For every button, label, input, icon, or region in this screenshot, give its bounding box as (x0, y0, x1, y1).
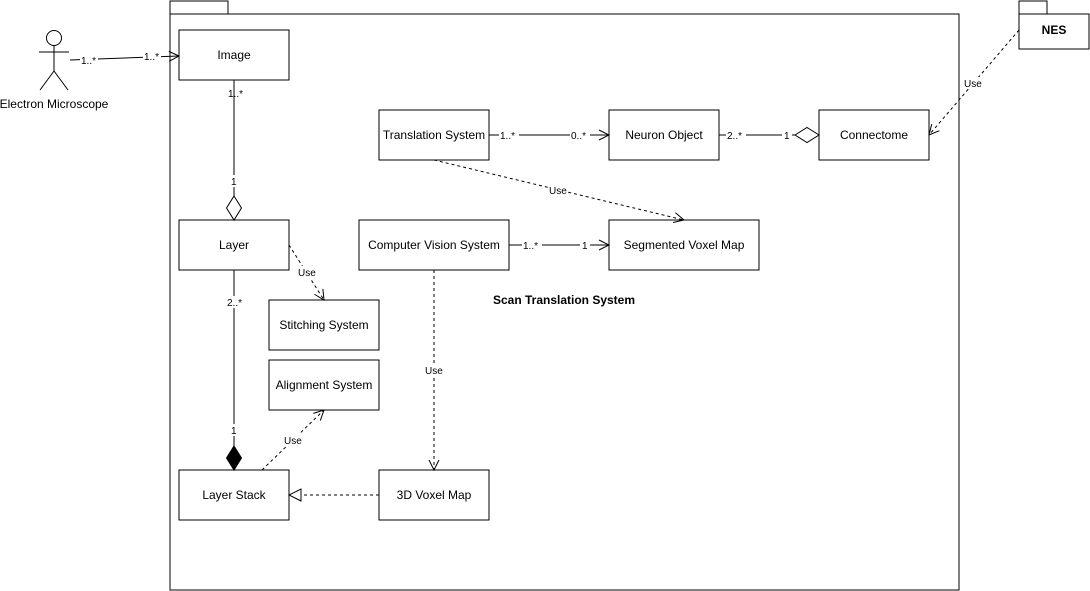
use-cv-voxel3d: Use (425, 366, 443, 377)
class-translation-system[interactable]: Translation System (378, 109, 490, 161)
class-stitching-label: Stitching System (279, 318, 368, 332)
class-3d-voxel-label: 3D Voxel Map (397, 488, 472, 502)
package-title: Scan Translation System (493, 293, 635, 307)
hollow-diamond-connectome (794, 126, 820, 144)
mult-neuron-connectome-dst: 1 (784, 131, 790, 142)
class-layer-stack-label: Layer Stack (202, 488, 266, 502)
use-translation-segmented: Use (549, 186, 567, 197)
class-image-label: Image (217, 48, 251, 62)
mult-translation-neuron-dst: 0..* (571, 131, 586, 142)
class-neuron-object[interactable]: Neuron Object (608, 109, 720, 161)
package-nes[interactable]: NES (1018, 0, 1090, 50)
use-layer-stitching: Use (298, 268, 316, 279)
class-segmented-voxel-map[interactable]: Segmented Voxel Map (608, 219, 760, 271)
association-translation-neuron[interactable]: 1..* 0..* (489, 129, 609, 142)
mult-actor-image-src: 1..* (81, 56, 96, 67)
dependency-stack-alignment[interactable]: Use (261, 410, 324, 471)
package-nes-tab (1018, 0, 1048, 15)
actor-leg-right (53, 70, 69, 91)
class-alignment-system[interactable]: Alignment System (268, 359, 380, 411)
actor-head (46, 30, 62, 46)
use-nes-connectome: Use (964, 79, 982, 90)
class-stitching-system[interactable]: Stitching System (268, 299, 380, 351)
mult-cv-segmented-dst: 1 (582, 241, 588, 252)
class-connectome[interactable]: Connectome (818, 109, 930, 161)
package-nes-title: NES (1042, 23, 1067, 37)
mult-cv-segmented-src: 1..* (523, 241, 538, 252)
dependency-layer-stitching[interactable]: Use (288, 244, 324, 300)
class-computer-vision-system[interactable]: Computer Vision System (358, 219, 510, 271)
association-cv-segmented[interactable]: 1..* 1 (509, 239, 609, 252)
mult-image-layer-src: 1..* (228, 89, 243, 100)
mult-actor-image-dst: 1..* (144, 52, 159, 63)
package-nes-body (1018, 13, 1090, 50)
mult-translation-neuron-src: 1..* (500, 131, 515, 142)
dependency-nes-connectome[interactable]: Use (929, 29, 1020, 135)
filled-diamond (225, 445, 243, 471)
aggregation-image-layer[interactable]: 1..* 1 (225, 80, 244, 221)
class-layer-label: Layer (219, 238, 249, 252)
package-tab (169, 0, 229, 15)
composition-layer-stack[interactable]: 2..* 1 (225, 270, 245, 471)
dependency-cv-voxel3d[interactable]: Use (424, 270, 444, 470)
actor-label: Electron Microscope (0, 97, 109, 111)
class-image[interactable]: Image (178, 29, 290, 81)
mult-layer-stack-dst: 1 (231, 426, 237, 437)
actor-electron-microscope[interactable]: Electron Microscope (0, 30, 109, 112)
class-translation-label: Translation System (383, 128, 485, 142)
actor-leg-left (39, 70, 55, 91)
class-neuron-label: Neuron Object (625, 128, 703, 142)
use-stack-alignment: Use (284, 436, 302, 447)
mult-layer-stack-src: 2..* (227, 298, 242, 309)
class-layer-stack[interactable]: Layer Stack (178, 469, 290, 521)
dependency-translation-segmented[interactable]: Use (433, 159, 684, 220)
mult-neuron-connectome-src: 2..* (727, 131, 742, 142)
hollow-diamond (225, 195, 243, 221)
mult-image-layer-dst: 1 (231, 177, 237, 188)
class-segmented-label: Segmented Voxel Map (624, 238, 745, 252)
class-alignment-label: Alignment System (276, 378, 373, 392)
class-layer[interactable]: Layer (178, 219, 290, 271)
aggregation-neuron-connectome[interactable]: 2..* 1 (719, 126, 820, 144)
class-computer-vision-label: Computer Vision System (368, 238, 500, 252)
association-actor-image[interactable]: 1..* 1..* (69, 50, 179, 67)
class-3d-voxel-map[interactable]: 3D Voxel Map (378, 469, 490, 521)
class-connectome-label: Connectome (840, 128, 908, 142)
